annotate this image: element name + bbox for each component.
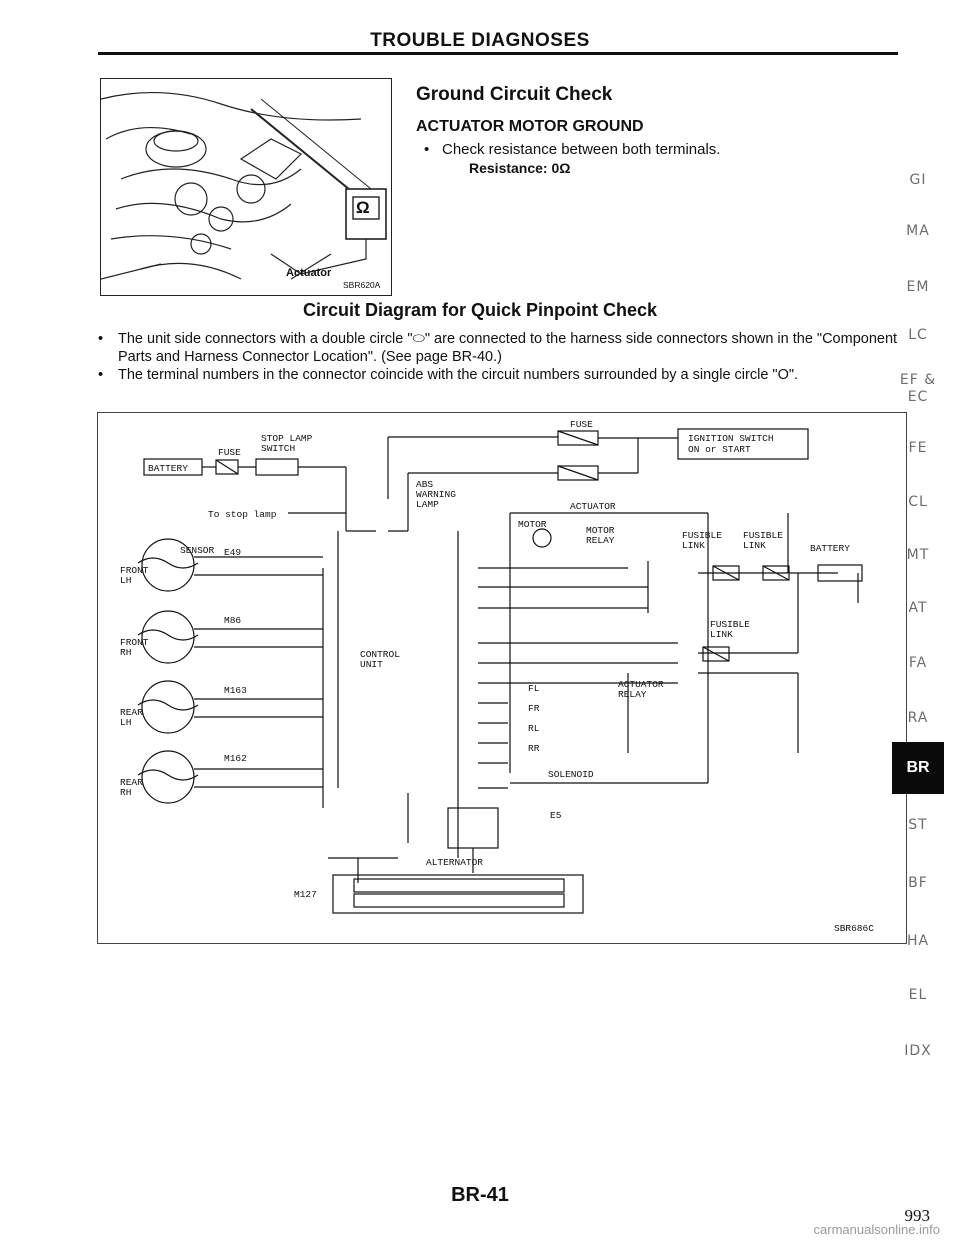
fusible-link-2-label-1: FUSIBLE [743, 530, 783, 541]
connector-m127: M127 [294, 889, 317, 900]
control-unit-label-1: CONTROL [360, 649, 400, 660]
solenoid-fl-label: FL [528, 683, 540, 694]
figure-code: SBR620A [343, 280, 381, 290]
side-tab-bf: BF [908, 875, 928, 891]
abs-lamp-label-2: WARNING [416, 489, 456, 500]
connector-m86: M86 [224, 615, 241, 626]
note-1-text: The unit side connectors with a double c… [118, 331, 898, 365]
ignition-label-2: ON or START [688, 444, 751, 455]
note-1: •The unit side connectors with a double … [98, 331, 898, 365]
front-rh-label-1: FRONT [120, 637, 149, 648]
page-header-title: TROUBLE DIAGNOSES [370, 30, 590, 51]
connector-e5: E5 [550, 810, 562, 821]
rear-rh-label-1: REAR [120, 777, 143, 788]
side-tab-ra: RA [907, 710, 929, 726]
side-tab-em: EM [906, 279, 930, 295]
engine-bay-illustration: Ω Actuator SBR620A [100, 78, 392, 296]
site-watermark: carmanualsonline.info [813, 1222, 940, 1237]
side-tab-idx: IDX [904, 1043, 932, 1059]
side-tab-fe: FE [908, 440, 928, 456]
front-rh-label-2: RH [120, 647, 131, 658]
abs-lamp-label-1: ABS [416, 479, 433, 490]
section-title: Ground Circuit Check [416, 84, 613, 105]
side-tab-lc: LC [908, 327, 928, 343]
instruction-text: Check resistance between both terminals. [442, 141, 721, 158]
control-unit-label-2: UNIT [360, 659, 383, 670]
to-stop-lamp-label: To stop lamp [208, 509, 277, 520]
page-total: 993 [904, 1206, 931, 1225]
solenoid-fr-label: FR [528, 703, 540, 714]
front-lh-label-2: LH [120, 575, 131, 586]
connector-m162: M162 [224, 753, 247, 764]
page-number: BR-41 [451, 1184, 509, 1206]
connector-e49: E49 [224, 547, 241, 558]
side-tab-gi: GI [909, 172, 927, 188]
diagram-notes: •The unit side connectors with a double … [98, 330, 898, 384]
sensor-label: SENSOR [180, 545, 215, 556]
stop-lamp-label-2: SWITCH [261, 443, 295, 454]
abs-lamp-label-3: LAMP [416, 499, 439, 510]
side-tab-at: AT [908, 600, 928, 616]
rear-rh-label-2: RH [120, 787, 131, 798]
actuator-relay-label-2: RELAY [618, 689, 647, 700]
rear-lh-label-2: LH [120, 717, 131, 728]
side-tab-br-active: BR [892, 742, 944, 794]
connector-m163: M163 [224, 685, 247, 696]
fusible-link-3-label-1: FUSIBLE [710, 619, 750, 630]
fuse-label-right: FUSE [570, 419, 593, 430]
side-tab-ec: EC [907, 389, 929, 405]
solenoid-label: SOLENOID [548, 769, 594, 780]
resistance-spec: Resistance: 0Ω [469, 160, 571, 176]
fusible-link-1-label-2: LINK [682, 540, 705, 551]
rear-lh-label-1: REAR [120, 707, 143, 718]
side-tab-el: EL [908, 987, 928, 1003]
fusible-link-1-label-1: FUSIBLE [682, 530, 722, 541]
section-subtitle: ACTUATOR MOTOR GROUND [416, 118, 644, 135]
diagram-title: Circuit Diagram for Quick Pinpoint Check [302, 300, 658, 320]
motor-relay-label-2: RELAY [586, 535, 615, 546]
ohmmeter-symbol: Ω [356, 198, 370, 217]
solenoid-rl-label: RL [528, 723, 540, 734]
note-2-text: The terminal numbers in the connector co… [118, 367, 799, 383]
instruction-bullet: •Check resistance between both terminals… [424, 141, 721, 158]
circuit-diagram: BATTERY FUSE STOP LAMP SWITCH To stop la… [97, 412, 907, 944]
diagram-code: SBR686C [834, 923, 874, 934]
actuator-label: ACTUATOR [570, 501, 616, 512]
stop-lamp-label-1: STOP LAMP [261, 433, 313, 444]
battery-label-left: BATTERY [148, 463, 188, 474]
side-tab-cl: CL [908, 494, 928, 510]
front-lh-label-1: FRONT [120, 565, 149, 576]
alternator-label: ALTERNATOR [426, 857, 483, 868]
header-rule [98, 52, 898, 55]
ignition-label-1: IGNITION SWITCH [688, 433, 774, 444]
motor-relay-label-1: MOTOR [586, 525, 615, 536]
side-tab-ef: EF & [899, 372, 937, 388]
motor-label: MOTOR [518, 519, 547, 530]
actuator-callout: Actuator [286, 267, 332, 279]
side-tab-ma: MA [906, 223, 930, 239]
fusible-link-3-label-2: LINK [710, 629, 733, 640]
note-2: •The terminal numbers in the connector c… [98, 367, 799, 383]
side-tab-st: ST [908, 817, 928, 833]
side-tab-mt: MT [906, 547, 930, 563]
side-tab-fa: FA [908, 655, 928, 671]
fusible-link-2-label-2: LINK [743, 540, 766, 551]
actuator-relay-label-1: ACTUATOR [618, 679, 664, 690]
fuse-label-left: FUSE [218, 447, 241, 458]
solenoid-rr-label: RR [528, 743, 540, 754]
battery-label-right: BATTERY [810, 543, 850, 554]
side-tab-ha: HA [906, 933, 930, 949]
